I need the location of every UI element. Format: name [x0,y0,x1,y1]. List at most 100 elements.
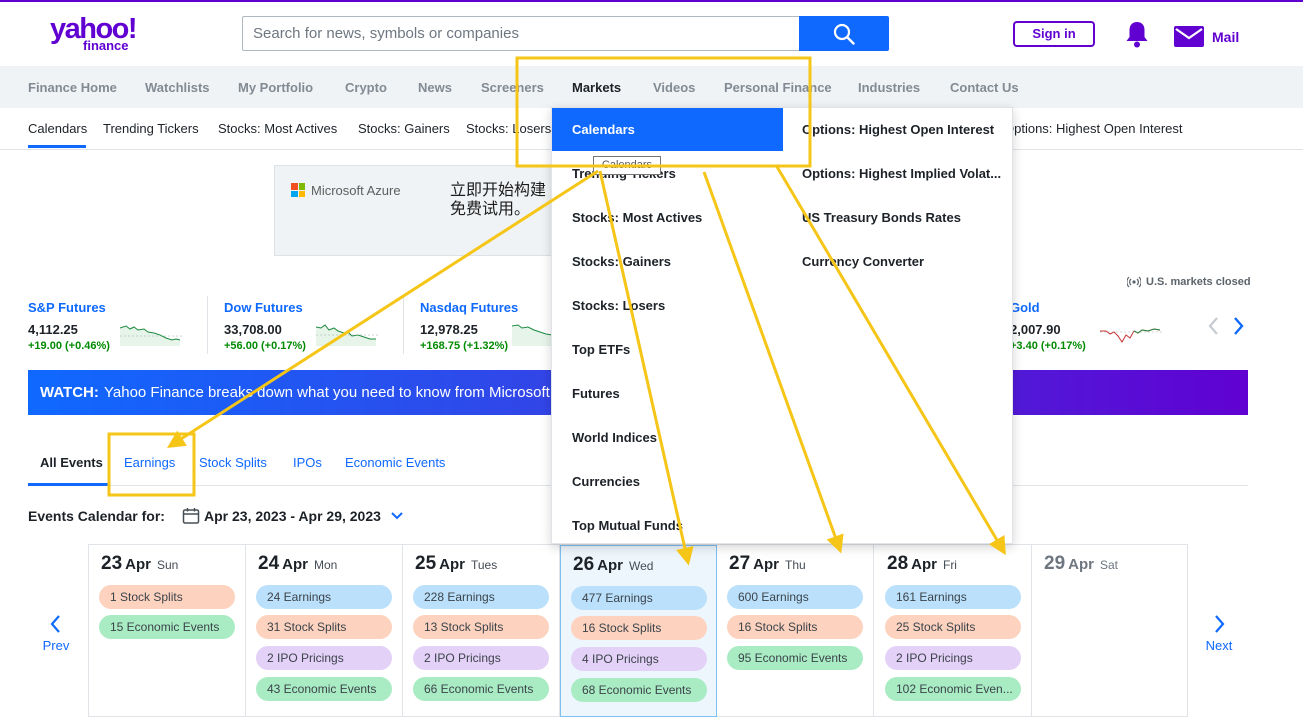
nav-crypto[interactable]: Crypto [345,80,387,95]
day-month: Apr [911,556,937,573]
day-weekday: Mon [313,558,338,572]
subnav-losers[interactable]: Stocks: Losers [466,121,552,136]
nav-my-portfolio[interactable]: My Portfolio [238,80,314,95]
dropdown-item-options-open-interest[interactable]: Options: Highest Open Interest [802,122,995,137]
tab-earnings[interactable]: Earnings [124,455,176,470]
dropdown-item-futures[interactable]: Futures [572,386,620,401]
sparkline-icon [512,324,552,346]
event-pill-ipo[interactable]: 2 IPO Pricings [885,646,1021,670]
bell-icon[interactable] [1124,20,1150,48]
event-pill-split[interactable]: 16 Stock Splits [571,616,707,640]
day-month: Apr [439,556,465,573]
dropdown-item-treasury-bonds[interactable]: US Treasury Bonds Rates [802,210,961,225]
event-pill-ipo[interactable]: 2 IPO Pricings [413,646,549,670]
tab-active-underline [28,483,108,486]
ticker-dow-futures[interactable]: Dow Futures 33,708.00 +56.00 (+0.17%) [224,300,394,356]
event-pill-earn[interactable]: 161 Earnings [885,585,1021,609]
dropdown-item-options-implied-volatility[interactable]: Options: Highest Implied Volat... [802,166,1002,181]
mail-link[interactable]: Mail [1212,29,1240,45]
calendar-icon[interactable] [182,507,200,525]
event-pill-econ[interactable]: 43 Economic Events [256,677,392,701]
subnav-gainers[interactable]: Stocks: Gainers [358,121,450,136]
subnav-most-actives[interactable]: Stocks: Most Actives [218,121,338,136]
event-pill-earn[interactable]: 24 Earnings [256,585,392,609]
sparkline-icon [1100,328,1162,343]
nav-markets[interactable]: Markets [572,80,622,95]
event-pill-econ[interactable]: 102 Economic Even... [885,677,1021,701]
nav-industries[interactable]: Industries [858,80,921,95]
dropdown-item-top-etfs[interactable]: Top ETFs [572,342,631,357]
nav-personal-finance[interactable]: Personal Finance [724,80,832,95]
dropdown-item-most-actives[interactable]: Stocks: Most Actives [572,210,703,225]
ticker-sp-futures[interactable]: S&P Futures 4,112.25 +19.00 (+0.46%) [28,300,198,356]
nav-videos[interactable]: Videos [653,80,696,95]
nav-finance-home[interactable]: Finance Home [28,80,117,95]
nav-screeners[interactable]: Screeners [481,80,544,95]
nav-watchlists[interactable]: Watchlists [145,80,210,95]
event-pill-earn[interactable]: 228 Earnings [413,585,549,609]
event-pill-ipo[interactable]: 2 IPO Pricings [256,646,392,670]
event-pill-econ[interactable]: 68 Economic Events [571,678,707,702]
calendar-next-button[interactable]: Next [1189,614,1249,653]
sign-in-button[interactable]: Sign in [1013,21,1095,47]
day-number: 29 [1044,553,1066,574]
main-nav: Finance Home Watchlists My Portfolio Cry… [0,66,1303,108]
dropdown-item-top-mutual-funds[interactable]: Top Mutual Funds [572,518,683,533]
dropdown-item-calendars[interactable]: Calendars [552,108,783,151]
event-pill-ipo[interactable]: 4 IPO Pricings [571,647,707,671]
event-pill-earn[interactable]: 477 Earnings [571,586,707,610]
subnav-calendars[interactable]: Calendars [28,121,88,136]
event-pill-split[interactable]: 16 Stock Splits [727,615,863,639]
day-weekday: Wed [628,559,654,573]
event-pill-split[interactable]: 25 Stock Splits [885,615,1021,639]
yahoo-finance-logo[interactable]: yahoo! finance [50,14,150,54]
search-button[interactable] [799,16,889,51]
ticker-next-arrow-icon[interactable] [1230,316,1246,336]
ticker-prev-arrow-icon[interactable] [1206,316,1222,336]
nav-contact-us[interactable]: Contact Us [950,80,1019,95]
event-pill-econ[interactable]: 66 Economic Events [413,677,549,701]
dropdown-item-world-indices[interactable]: World Indices [572,430,657,445]
subnav-trending-tickers[interactable]: Trending Tickers [103,121,199,136]
ticker-name: S&P Futures [28,300,106,315]
ad-cta-text: 立即开始构建免费试用。 [450,182,547,218]
day-weekday: Tues [470,558,498,572]
subnav-options-open-interest[interactable]: Options: Highest Open Interest [1004,121,1183,136]
day-month: Apr [125,556,151,573]
mail-icon[interactable] [1174,26,1204,47]
tab-all-events[interactable]: All Events [40,455,103,470]
event-pill-split[interactable]: 13 Stock Splits [413,615,549,639]
search-input[interactable] [242,16,800,51]
dropdown-item-gainers[interactable]: Stocks: Gainers [572,254,671,269]
tab-stock-splits[interactable]: Stock Splits [199,455,267,470]
event-pill-econ[interactable]: 95 Economic Events [727,646,863,670]
event-pill-econ[interactable]: 15 Economic Events [99,615,235,639]
ticker-name: Dow Futures [224,300,303,315]
event-pill-earn[interactable]: 600 Earnings [727,585,863,609]
ticker-gold[interactable]: Gold 2,007.90 +3.40 (+0.17%) [1010,300,1180,356]
event-pill-split[interactable]: 1 Stock Splits [99,585,235,609]
day-number: 27 [729,553,751,574]
dropdown-item-currency-converter[interactable]: Currency Converter [802,254,925,269]
ticker-change: +19.00 (+0.46%) [28,340,110,352]
tab-ipos[interactable]: IPOs [293,455,322,470]
dropdown-item-losers[interactable]: Stocks: Losers [572,298,666,313]
nav-news[interactable]: News [418,80,452,95]
event-pill-split[interactable]: 31 Stock Splits [256,615,392,639]
calendar-prev-button[interactable]: Prev [26,614,86,653]
ad-banner[interactable]: Microsoft Azure 立即开始构建免费试用。 [274,165,564,256]
calendar-date-range[interactable]: Apr 23, 2023 - Apr 29, 2023 [204,508,381,524]
dropdown-item-currencies[interactable]: Currencies [572,474,640,489]
tab-economic-events[interactable]: Economic Events [345,455,446,470]
chevron-right-icon [1215,615,1225,633]
chevron-down-icon[interactable] [390,510,404,522]
